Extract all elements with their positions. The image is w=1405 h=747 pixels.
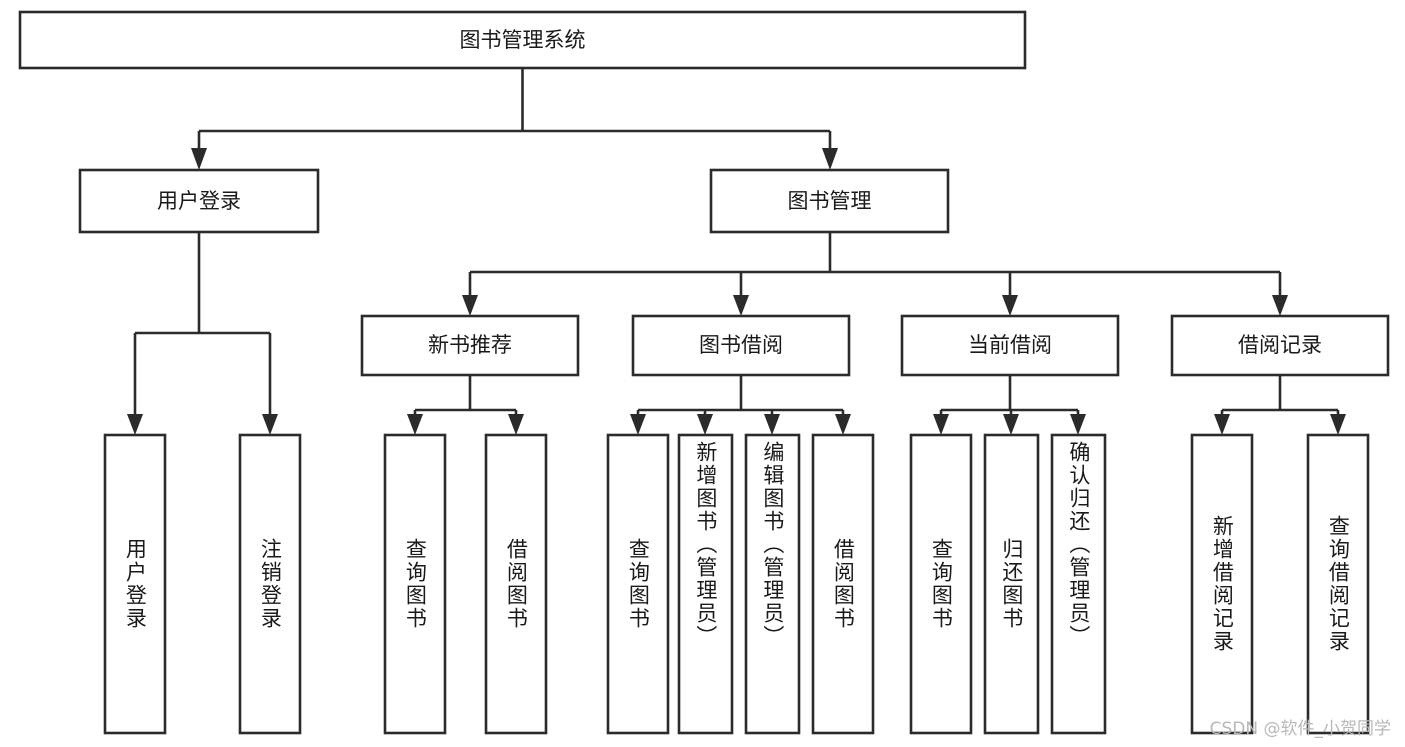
- arrow-head-new-book-recommend: [462, 295, 478, 316]
- node-leaf-add-book-box[interactable]: [677, 433, 734, 735]
- arrow-head-book-borrow: [733, 295, 749, 316]
- node-leaf-query-book-1-box[interactable]: [383, 433, 447, 735]
- arrow-head-leaf-add-book: [697, 414, 713, 435]
- node-borrow-record[interactable]: 借阅记录: [1170, 314, 1390, 377]
- node-user-login[interactable]: 用户登录: [78, 168, 320, 234]
- node-leaf-query-book-3-box[interactable]: [909, 433, 973, 735]
- arrow-head-current-borrow: [1002, 295, 1018, 316]
- node-root-label: 图书管理系统: [460, 28, 586, 52]
- node-new-book-recommend-label: 新书推荐: [428, 333, 512, 357]
- arrow-head-leaf-query-record: [1330, 414, 1346, 435]
- arrow-head-leaf-edit-book: [764, 414, 780, 435]
- node-book-manage[interactable]: 图书管理: [709, 168, 950, 234]
- connector-group-book-manage: [462, 232, 1288, 316]
- node-borrow-record-box[interactable]: [1170, 314, 1390, 377]
- arrow-head-leaf-confirm-return: [1070, 414, 1086, 435]
- arrow-head-leaf-borrow-book-1: [508, 414, 524, 435]
- node-root[interactable]: 图书管理系统: [18, 10, 1027, 70]
- leaf-box-group: [103, 433, 1370, 735]
- connector-group-root: [191, 68, 838, 170]
- node-leaf-add-record-box[interactable]: [1190, 433, 1254, 735]
- arrow-head-borrow-record: [1272, 295, 1288, 316]
- node-leaf-query-book-2-box[interactable]: [606, 433, 670, 735]
- node-current-borrow-box[interactable]: [900, 314, 1120, 377]
- node-leaf-confirm-return-box[interactable]: [1050, 433, 1107, 735]
- arrow-head-leaf-query-book-1: [407, 414, 423, 435]
- arrow-head-leaf-borrow-book-2: [835, 414, 851, 435]
- arrow-head-leaf-add-record: [1214, 414, 1230, 435]
- node-leaf-edit-book-box[interactable]: [744, 433, 801, 735]
- arrow-head-book-manage: [822, 148, 838, 170]
- node-new-book-recommend[interactable]: 新书推荐: [360, 314, 580, 377]
- arrow-head-leaf-query-book-2: [630, 414, 646, 435]
- node-leaf-borrow-book-2-box[interactable]: [811, 433, 875, 735]
- node-leaf-user-login-box[interactable]: [103, 433, 167, 735]
- node-root-box[interactable]: [18, 10, 1027, 70]
- arrow-head-leaf-query-book-3: [933, 414, 949, 435]
- node-new-book-recommend-box[interactable]: [360, 314, 580, 377]
- node-leaf-query-record-box[interactable]: [1306, 433, 1370, 735]
- arrow-head-leaf-user-login: [127, 414, 143, 435]
- node-leaf-borrow-book-1-box[interactable]: [484, 433, 548, 735]
- connector-group-book-borrow: [630, 375, 851, 435]
- node-book-borrow[interactable]: 图书借阅: [631, 314, 851, 377]
- connector-group-current-borrow: [933, 375, 1086, 435]
- node-book-borrow-box[interactable]: [631, 314, 851, 377]
- node-user-login-box[interactable]: [78, 168, 320, 234]
- node-current-borrow-label: 当前借阅: [968, 333, 1052, 357]
- arrow-head-user-login: [191, 148, 207, 170]
- node-book-manage-box[interactable]: [709, 168, 950, 234]
- node-borrow-record-label: 借阅记录: [1238, 333, 1322, 357]
- node-book-borrow-label: 图书借阅: [699, 333, 783, 357]
- connector-group-user-login: [127, 232, 278, 435]
- node-leaf-return-book-box[interactable]: [983, 433, 1040, 735]
- node-current-borrow[interactable]: 当前借阅: [900, 314, 1120, 377]
- arrow-head-leaf-return-book: [1003, 414, 1019, 435]
- node-book-manage-label: 图书管理: [788, 189, 872, 213]
- connector-group-borrow-record: [1214, 375, 1346, 435]
- arrow-head-leaf-logout: [262, 414, 278, 435]
- node-leaf-logout-box[interactable]: [238, 433, 302, 735]
- connector-group-new-book-recommend: [407, 375, 524, 435]
- node-user-login-label: 用户登录: [157, 189, 241, 213]
- csdn-watermark: CSDN @软件_小贺同学: [1209, 719, 1391, 739]
